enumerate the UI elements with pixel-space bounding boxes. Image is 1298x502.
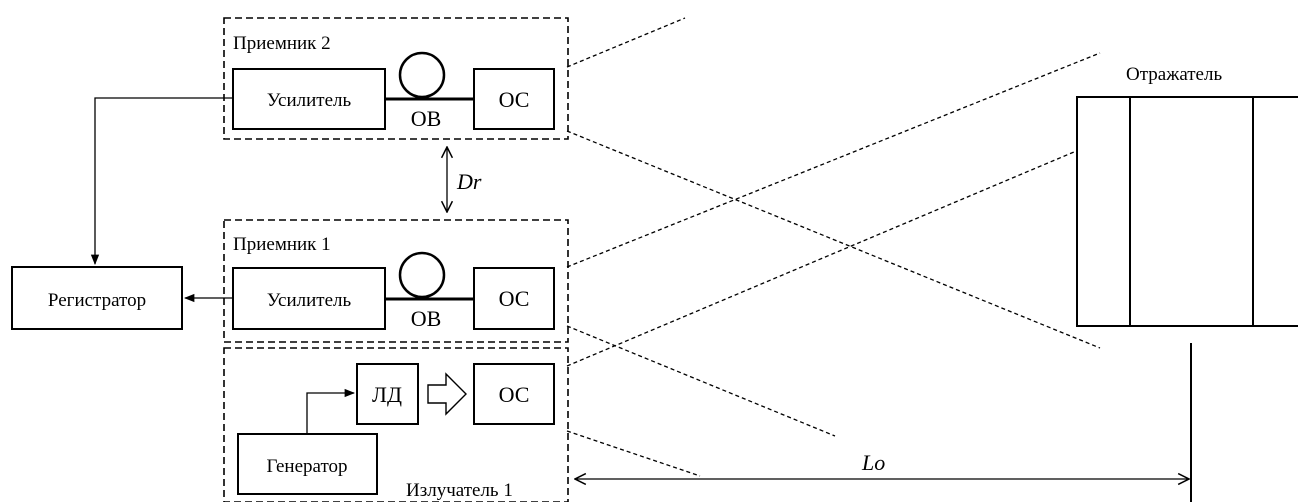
generator-to-laser-wire (306, 388, 356, 434)
receiver-2-amplifier-label: Усилитель (267, 90, 352, 111)
receiver-2-optics-box (473, 68, 555, 130)
receiver-2-fiber-label: ОВ (411, 106, 442, 131)
receiver-2-fiber-coil-icon (398, 51, 446, 99)
emitter-optics-label: ОС (499, 382, 530, 407)
recorder-group: Регистратор (11, 97, 233, 330)
emitter-group: ЛД ОС Генератор Излучатель 1 (223, 347, 569, 502)
beam-line-r2-upper (566, 17, 686, 68)
receiver-1-group: Приемник 1 Усилитель ОВ ОС (223, 219, 569, 343)
receiver-1-optics-box (473, 267, 555, 330)
beam-line-emitter-upper (566, 140, 1101, 367)
receiver-spacing-group: Dr (447, 147, 482, 212)
recorder-label: Регистратор (48, 290, 146, 311)
amplifier-2-to-recorder-wire (90, 97, 233, 266)
receiver-1-optics-label: ОС (499, 286, 530, 311)
laser-diode-box (356, 363, 419, 425)
beam-line-r1-upper (566, 52, 1101, 268)
reflector-body (1076, 96, 1298, 327)
receiver-1-fiber-coil-icon (398, 251, 446, 299)
generator-label: Генератор (266, 456, 347, 477)
receiver-2-frame (223, 17, 569, 140)
reflector-label: Отражатель (1126, 64, 1222, 85)
beam-lines (566, 17, 1101, 477)
recorder-box (11, 266, 183, 330)
laser-diode-label: ЛД (372, 382, 402, 407)
emitter-frame (223, 347, 569, 502)
beam-line-r1-lower (566, 325, 836, 437)
emitter-optics-box (473, 363, 555, 425)
emission-arrow-icon (427, 372, 467, 416)
receiver-2-title: Приемник 2 (233, 33, 331, 54)
beam-line-emitter-lower (566, 430, 701, 477)
receiver-1-frame (223, 219, 569, 343)
receiver-1-fiber-label: ОВ (411, 306, 442, 331)
distance-group: Lo (575, 450, 1189, 479)
reflector-group: Отражатель (1076, 64, 1298, 502)
receiver-2-optics-label: ОС (499, 87, 530, 112)
receiver-spacing-label: Dr (456, 169, 482, 194)
receiver-2-amplifier-box (232, 68, 386, 130)
emitter-title: Излучатель 1 (406, 480, 513, 501)
receiver-2-group: Приемник 2 Усилитель ОВ ОС (223, 17, 569, 140)
receiver-1-title: Приемник 1 (233, 234, 331, 255)
beam-line-r2-lower (566, 130, 1101, 349)
distance-label: Lo (861, 450, 885, 475)
receiver-1-amplifier-label: Усилитель (267, 290, 352, 311)
